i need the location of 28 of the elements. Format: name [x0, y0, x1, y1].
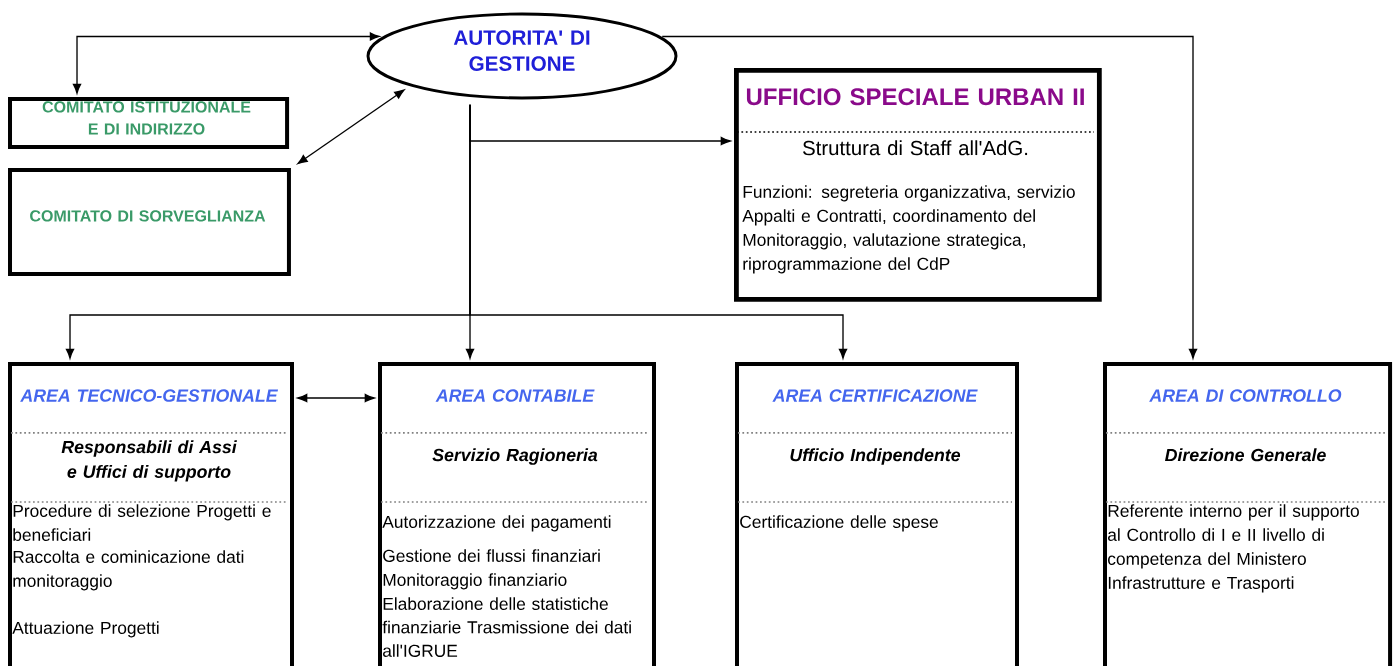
subheading: Direzione Generale — [1165, 448, 1326, 462]
arrow — [661, 35, 1198, 359]
subheading: Servizio Ragioneria — [432, 448, 598, 465]
task-text: Autorizzazione dei pagamenti — [382, 515, 611, 532]
task-text: Certificazione delle spese — [740, 515, 938, 532]
task-text: Referente interno per il supporto al Controllo di I e II livello di competenza del Ministero Infrastrutture e Trasporti — [1108, 504, 1359, 593]
heading: AREA CONTABILE — [435, 389, 595, 402]
task-text: Monitoraggio finanziario — [383, 573, 567, 590]
heading: AREA CERTIFICAZIONE — [772, 389, 978, 402]
arrow — [297, 393, 375, 403]
task-text: Attuazione Progetti — [12, 621, 159, 638]
subheading: Responsabili di Assi e Uffici di supporto — [61, 440, 237, 482]
heading: AREA TECNICO-GESTIONALE — [20, 389, 278, 402]
arrow — [297, 89, 405, 165]
subheading: Struttura di Staff all'AdG. — [803, 140, 1028, 156]
task-text: Elaborazione delle statistiche finanziarie Trasmissione dei dati all'IGRUE — [382, 597, 631, 657]
arrow — [469, 104, 848, 359]
task-text: Procedure di selezione Progetti e beneficiari — [13, 504, 271, 541]
subheading: Ufficio Indipendente — [790, 448, 961, 465]
heading: UFFICIO SPECIALE URBAN II — [746, 88, 1084, 106]
arrow — [72, 32, 380, 94]
heading: COMITATO ISTITUZIONALE E DI INDIRIZZO — [42, 101, 251, 135]
heading: COMITATO DI SORVEGLIANZA — [30, 210, 266, 222]
heading: AREA DI CONTROLLO — [1149, 389, 1342, 402]
task-text: Raccolta e cominicazione dati monitoraggio — [13, 550, 244, 591]
heading: AUTORITA' DI GESTIONE — [453, 30, 590, 71]
task-text: Funzioni: segreteria organizzativa, servizio Appalti e Contratti, coordinamento del Monitoraggio, valutazione strategica, riprogrammazione del CdP — [742, 185, 1075, 274]
task-text: Gestione dei flussi finanziari — [383, 549, 600, 562]
